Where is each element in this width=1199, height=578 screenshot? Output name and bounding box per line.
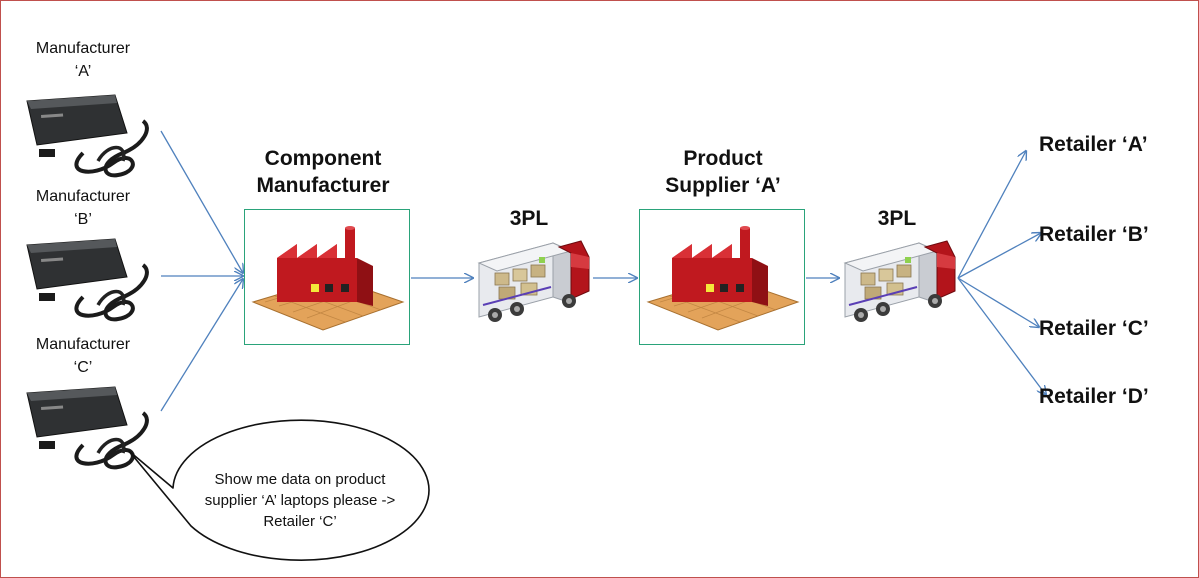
arrow-to-retailer-c <box>957 277 1039 327</box>
component-manufacturer-label: Component Manufacturer <box>256 147 390 197</box>
power-adapter-icon <box>26 94 149 178</box>
product-supplier-label: Product Supplier ‘A’ <box>665 147 781 197</box>
3pl-label-1: 3PL <box>509 207 549 230</box>
3pl-label-2: 3PL <box>877 207 917 230</box>
truck-icon <box>843 240 956 322</box>
arrow-to-retailer-a <box>957 151 1026 279</box>
power-adapter-icon <box>26 386 149 470</box>
retailer-a-label: Retailer ‘A’ <box>1039 133 1148 156</box>
power-adapter-icon <box>26 238 149 322</box>
arrow-manufacturer-c-to-component <box>160 279 243 412</box>
arrow-to-retailer-d <box>957 277 1046 395</box>
truck-icon <box>477 240 590 322</box>
arrow-to-retailer-b <box>957 233 1041 279</box>
manufacturer-b-label: Manufacturer ‘B’ <box>35 188 131 228</box>
speech-bubble-text: Show me data on product supplier ‘A’ lap… <box>204 471 396 530</box>
product-supplier-box <box>639 209 805 345</box>
factory-icon <box>646 226 800 331</box>
retailer-c-label: Retailer ‘C’ <box>1039 317 1149 340</box>
factory-icon <box>251 226 405 331</box>
component-manufacturer-box <box>244 209 410 345</box>
arrow-manufacturer-a-to-component <box>160 130 243 273</box>
retailer-d-label: Retailer ‘D’ <box>1039 385 1149 408</box>
manufacturer-a-label: Manufacturer ‘A’ <box>35 40 131 80</box>
retailer-b-label: Retailer ‘B’ <box>1039 223 1149 246</box>
manufacturer-c-label: Manufacturer ‘C’ <box>35 336 131 376</box>
